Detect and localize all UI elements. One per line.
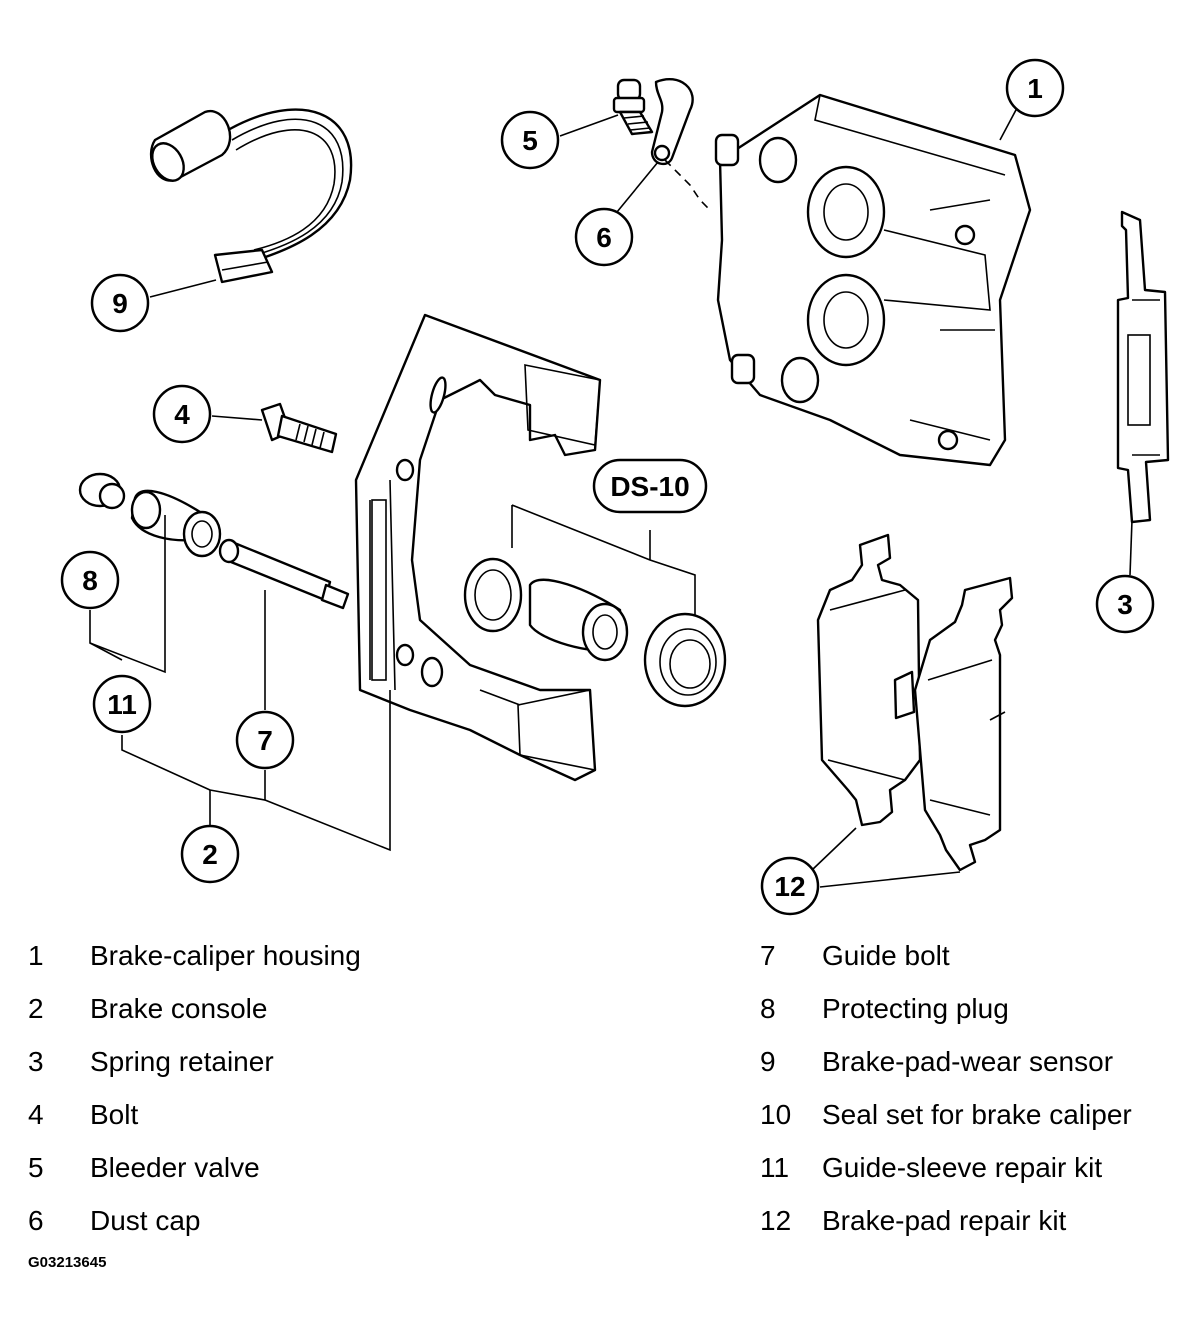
legend-num: 5 — [28, 1152, 44, 1183]
legend-label: Bleeder valve — [90, 1152, 260, 1183]
legend-label: Spring retainer — [90, 1046, 274, 1077]
dust-cap — [650, 77, 711, 211]
spring-retainer — [1116, 210, 1170, 524]
legend-num: 12 — [760, 1205, 792, 1236]
callout-2-text: 2 — [202, 839, 218, 870]
legend-label: Brake-pad repair kit — [822, 1205, 1067, 1236]
callout-ds10: DS-10 — [592, 458, 708, 514]
callout-11-text: 11 — [107, 689, 137, 720]
legend-num: 7 — [760, 940, 776, 971]
callout-6-text: 6 — [596, 222, 612, 253]
legend-label: Guide bolt — [822, 940, 950, 971]
callout-6: 6 — [574, 207, 634, 267]
legend-num: 11 — [760, 1152, 790, 1183]
legend-label: Guide-sleeve repair kit — [822, 1152, 1103, 1183]
callout-5-text: 5 — [522, 125, 538, 156]
bolt — [260, 402, 338, 454]
legend-num: 9 — [760, 1046, 776, 1077]
callout-11: 11 — [92, 674, 152, 734]
legend-label: Seal set for brake caliper — [822, 1099, 1132, 1130]
callout-8-text: 8 — [82, 565, 98, 596]
callout-8: 8 — [60, 550, 120, 610]
callout-3-text: 3 — [1117, 589, 1133, 620]
legend-label: Brake-pad-wear sensor — [822, 1046, 1114, 1077]
leader-lines — [89, 107, 1133, 888]
callout-2: 2 — [180, 824, 240, 884]
brake-pad-wear-sensor — [149, 108, 353, 284]
callout-4-text: 4 — [174, 399, 190, 430]
callout-3: 3 — [1095, 574, 1155, 634]
callout-ds10-text: DS-10 — [610, 471, 689, 502]
seal-set — [463, 557, 727, 708]
legend-num: 8 — [760, 993, 776, 1024]
callout-4: 4 — [152, 384, 212, 444]
legend-label: Brake-caliper housing — [90, 940, 361, 971]
callout-12: 12 — [760, 856, 820, 916]
figure-code: G03213645 — [28, 1254, 107, 1271]
guide-sleeve — [130, 489, 222, 558]
callout-1-text: 1 — [1027, 73, 1043, 104]
legend-label: Brake console — [90, 993, 268, 1024]
guide-bolt — [218, 538, 350, 610]
legend-label: Dust cap — [90, 1205, 201, 1236]
brake-pads — [816, 533, 1014, 872]
brake-caliper-housing — [714, 93, 1032, 467]
legend-num: 4 — [28, 1099, 44, 1130]
protecting-plug — [78, 472, 126, 510]
callout-7: 7 — [235, 710, 295, 770]
brake-console — [354, 313, 602, 782]
callout-9-text: 9 — [112, 288, 128, 319]
legend-label: Bolt — [90, 1099, 139, 1130]
bleeder-valve — [612, 78, 654, 136]
exploded-diagram: 1 5 6 9 4 DS-10 8 3 11 7 2 12 — [60, 58, 1170, 916]
legend-label: Protecting plug — [822, 993, 1009, 1024]
legend-num: 3 — [28, 1046, 44, 1077]
legend-num: 1 — [28, 940, 44, 971]
legend-num: 2 — [28, 993, 44, 1024]
callout-7-text: 7 — [257, 725, 273, 756]
callout-12-text: 12 — [774, 871, 805, 902]
callout-9: 9 — [90, 273, 150, 333]
legend-num: 6 — [28, 1205, 44, 1236]
callout-1: 1 — [1005, 58, 1065, 118]
callout-5: 5 — [500, 110, 560, 170]
legend-num: 10 — [760, 1099, 792, 1130]
